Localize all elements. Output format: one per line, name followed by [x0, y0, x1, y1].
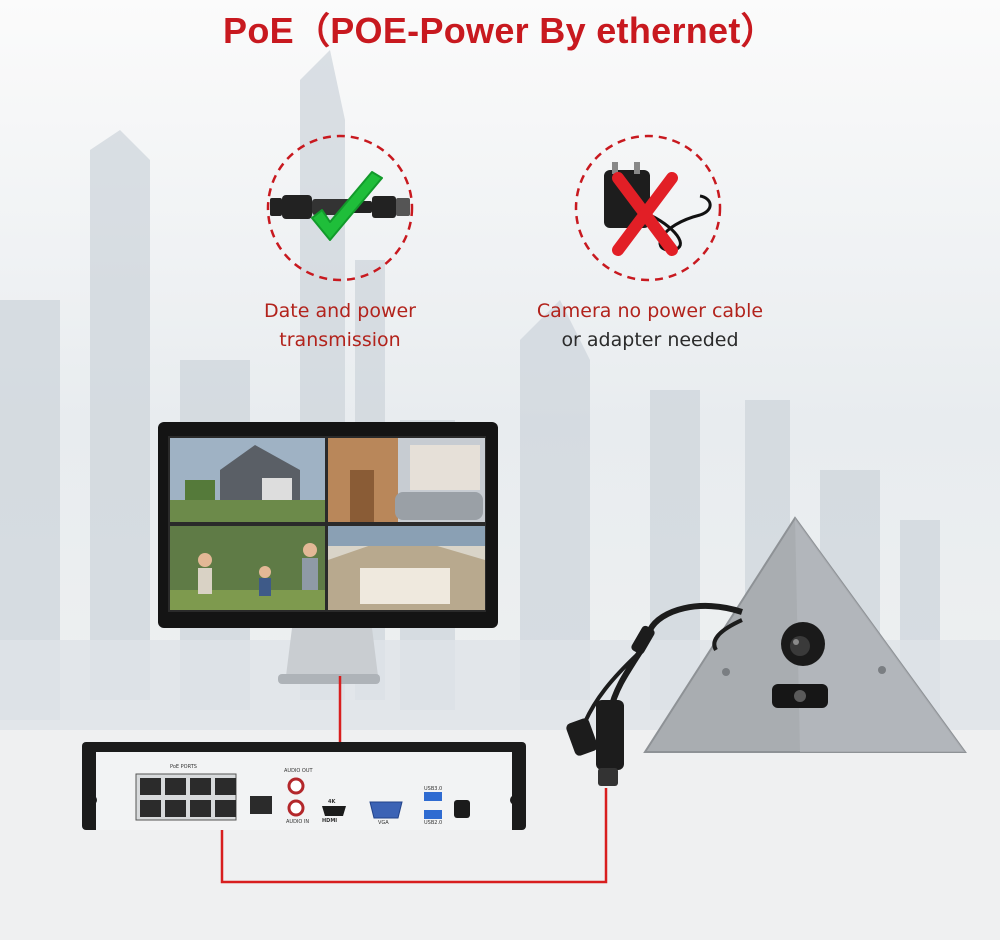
audio-out-label: AUDIO OUT — [284, 768, 313, 774]
power-adapter-cross-icon — [574, 134, 722, 282]
camera-feed-family — [170, 526, 325, 610]
feature-caption-no-adapter: Camera no power cable or adapter needed — [500, 297, 800, 355]
camera-feed-house — [170, 438, 325, 522]
audio-out-port — [287, 777, 305, 795]
vga-label: VGA — [378, 820, 389, 826]
feature-caption-poe: Date and power transmission — [210, 297, 470, 355]
usb3-port — [424, 792, 442, 801]
camera-feed-backyard — [328, 526, 485, 610]
hdmi-badge: 4K — [328, 799, 336, 805]
camera-feed-porch — [328, 438, 485, 522]
feature-caption-line2: or adapter needed — [500, 326, 800, 355]
feature-caption-line1: Camera no power cable — [536, 300, 764, 322]
nvr-recorder — [82, 742, 526, 830]
feature-caption-line2: transmission — [279, 329, 401, 351]
triangle-corner-camera — [643, 516, 967, 753]
lan-port — [250, 796, 272, 814]
feature-caption-line2-pre: or adapter — [561, 329, 668, 351]
feature-caption-line2-post: needed — [667, 329, 739, 351]
poe-connector-check-icon — [266, 134, 414, 282]
monitor — [158, 422, 498, 684]
audio-in-port — [287, 799, 305, 817]
hdmi-port — [322, 806, 346, 816]
audio-in-label: AUDIO IN — [286, 819, 310, 825]
usb2-port — [424, 810, 442, 819]
feature-caption-line1: Date and power — [264, 300, 416, 322]
usb2-label: USB2.0 — [424, 820, 443, 826]
poe-ports-label: PoE PORTS — [170, 764, 197, 770]
vga-port — [369, 801, 403, 819]
usb3-label: USB3.0 — [424, 786, 443, 792]
camera-pigtail-cable — [566, 602, 743, 786]
dc-power-port — [454, 800, 470, 818]
page-title: PoE（POE-Power By ethernet） — [223, 10, 777, 51]
poe-ports — [135, 773, 237, 821]
hdmi-label: HDMI — [322, 818, 338, 824]
